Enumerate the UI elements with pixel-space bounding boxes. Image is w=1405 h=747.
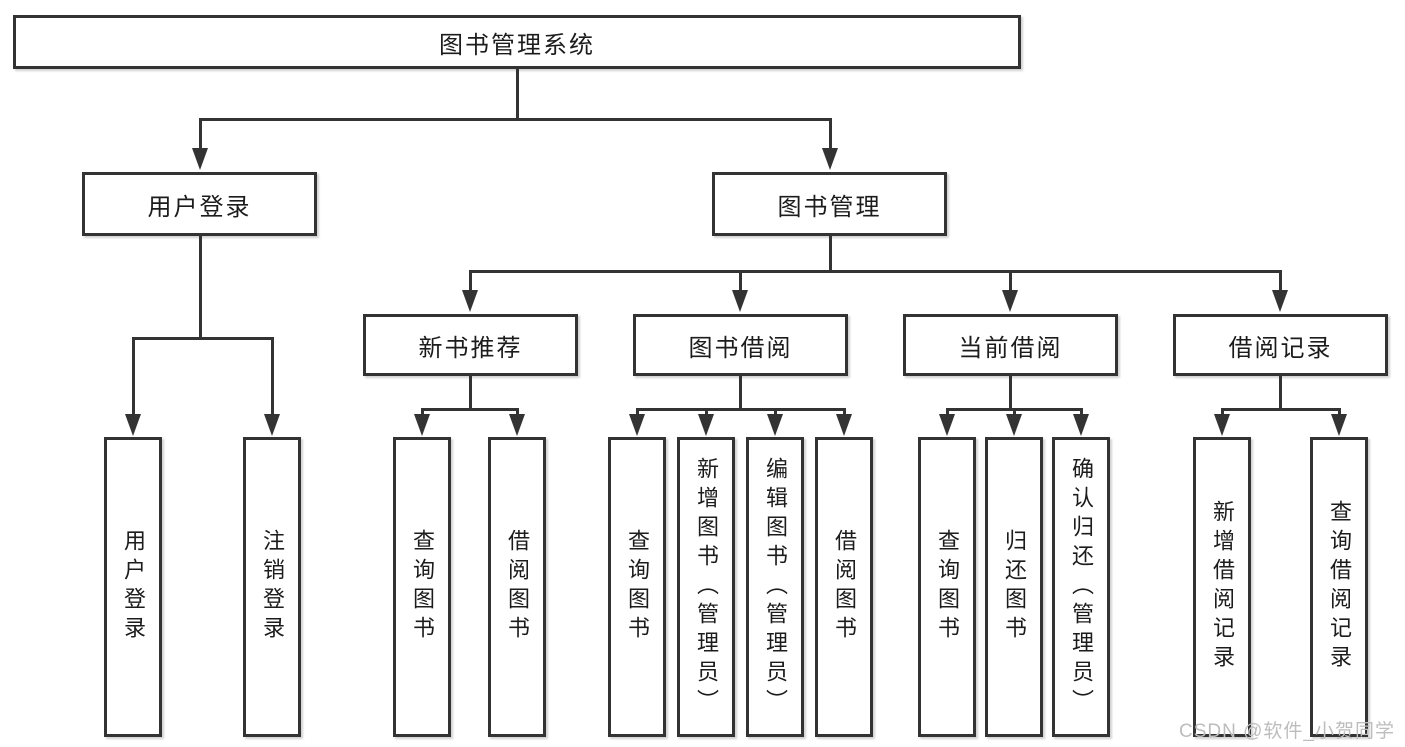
connector-line: [1012, 408, 1016, 415]
node-label: 查询借阅记录: [1327, 500, 1352, 674]
leaf-edit-book-admin: 编辑图书（管理员）: [746, 437, 804, 737]
node-label: 用户登录: [121, 529, 146, 645]
connector-line: [1278, 376, 1282, 411]
node-library-management-system: 图书管理系统: [13, 15, 1021, 69]
node-borrowing-records: 借阅记录: [1173, 314, 1388, 376]
leaf-user-login: 用户登录: [104, 437, 162, 737]
node-label: 新增借阅记录: [1210, 500, 1235, 674]
connector-line: [738, 376, 742, 411]
node-user-login: 用户登录: [82, 172, 317, 236]
connector-line: [515, 408, 519, 415]
connector-line: [515, 69, 519, 121]
arrow-down-icon: [125, 414, 141, 436]
arrow-down-icon: [1214, 414, 1230, 436]
leaf-query-books-current: 查询图书: [918, 437, 976, 737]
connector-line: [1079, 408, 1083, 415]
arrow-down-icon: [629, 414, 645, 436]
node-label: 图书管理: [777, 193, 882, 221]
arrow-down-icon: [509, 414, 525, 436]
connector-line: [636, 408, 846, 411]
leaf-logout: 注销登录: [243, 437, 301, 737]
connector-line: [198, 236, 202, 340]
node-label: 借阅图书: [505, 529, 530, 645]
csdn-watermark: CSDN @软件_小贺同学: [1179, 721, 1395, 742]
connector-line: [828, 118, 832, 150]
arrow-down-icon: [1002, 290, 1018, 312]
arrow-down-icon: [192, 148, 208, 170]
node-book-management: 图书管理: [712, 172, 947, 236]
connector-line: [199, 118, 832, 121]
arrow-down-icon: [836, 414, 852, 436]
connector-line: [1337, 408, 1341, 415]
connector-line: [132, 337, 274, 340]
leaf-confirm-return-admin: 确认归还（管理员）: [1052, 437, 1110, 737]
connector-line: [421, 408, 519, 411]
node-label: 归还图书: [1002, 529, 1027, 645]
arrow-down-icon: [1272, 290, 1288, 312]
arrow-down-icon: [822, 148, 838, 170]
arrow-down-icon: [698, 414, 714, 436]
arrow-down-icon: [1331, 414, 1347, 436]
node-label: 借阅图书: [832, 529, 857, 645]
leaf-query-borrow-record: 查询借阅记录: [1310, 437, 1368, 737]
connector-line: [469, 270, 1282, 273]
node-label: 新增图书（管理员）: [694, 456, 719, 718]
node-label: 图书借阅: [688, 334, 793, 362]
arrow-down-icon: [1073, 414, 1089, 436]
leaf-add-book-admin: 新增图书（管理员）: [677, 437, 735, 737]
connector-line: [842, 408, 846, 415]
connector-line: [773, 408, 777, 415]
leaf-borrow-books: 借阅图书: [815, 437, 873, 737]
connector-line: [270, 337, 274, 415]
connector-line: [1221, 408, 1341, 411]
arrow-down-icon: [414, 414, 430, 436]
node-new-book-recommendation: 新书推荐: [363, 314, 578, 376]
connector-line: [420, 408, 424, 415]
arrow-down-icon: [462, 290, 478, 312]
connector-line: [635, 408, 639, 415]
node-label: 新书推荐: [418, 334, 523, 362]
node-book-borrowing: 图书借阅: [633, 314, 848, 376]
connector-line: [468, 376, 472, 411]
connector-line: [1008, 376, 1012, 411]
node-label: 用户登录: [147, 193, 252, 221]
connector-line: [1008, 270, 1012, 292]
connector-line: [1278, 270, 1282, 292]
connector-line: [704, 408, 708, 415]
connector-line: [1220, 408, 1224, 415]
connector-line: [738, 270, 742, 292]
leaf-query-books-borrowing: 查询图书: [608, 437, 666, 737]
leaf-query-books-recommend: 查询图书: [393, 437, 451, 737]
node-label: 借阅记录: [1228, 334, 1333, 362]
connector-line: [945, 408, 949, 415]
node-current-borrowing: 当前借阅: [903, 314, 1118, 376]
node-label: 查询图书: [935, 529, 960, 645]
leaf-return-books: 归还图书: [985, 437, 1043, 737]
node-label: 查询图书: [410, 529, 435, 645]
arrow-down-icon: [732, 290, 748, 312]
node-label: 编辑图书（管理员）: [763, 456, 788, 718]
connector-line: [828, 236, 832, 273]
connector-line: [946, 408, 1083, 411]
node-label: 查询图书: [625, 529, 650, 645]
leaf-borrow-books-recommend: 借阅图书: [488, 437, 546, 737]
connector-line: [198, 118, 202, 150]
connector-line: [468, 270, 472, 292]
connector-line: [131, 337, 135, 415]
arrow-down-icon: [1006, 414, 1022, 436]
arrow-down-icon: [767, 414, 783, 436]
arrow-down-icon: [264, 414, 280, 436]
node-label: 确认归还（管理员）: [1069, 456, 1094, 718]
node-label: 当前借阅: [958, 334, 1063, 362]
arrow-down-icon: [939, 414, 955, 436]
node-label: 图书管理系统: [439, 31, 595, 59]
leaf-add-borrow-record: 新增借阅记录: [1193, 437, 1251, 737]
node-label: 注销登录: [260, 529, 285, 645]
